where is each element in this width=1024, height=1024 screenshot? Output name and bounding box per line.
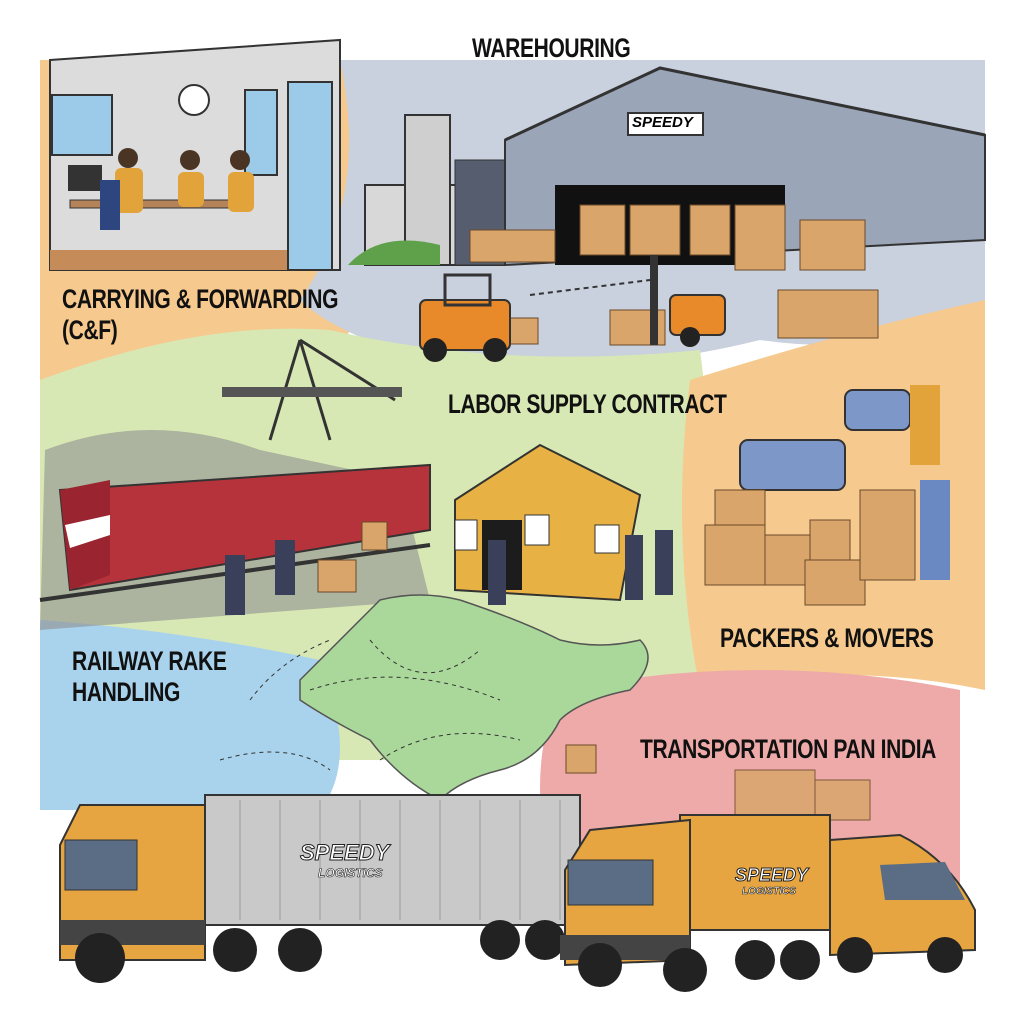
orange-van xyxy=(829,833,976,973)
india-map xyxy=(299,594,649,801)
warehouse-scene xyxy=(348,66,986,362)
truck-brand-logo: SPEEDY xyxy=(734,865,809,886)
blue-zone xyxy=(40,620,340,810)
label-labor-supply: LABOR SUPPLY CONTRACT xyxy=(448,389,727,419)
railway-scene xyxy=(39,338,431,630)
packers-scene xyxy=(704,385,950,606)
label-cf-abbrev: (C&F) xyxy=(62,315,118,345)
label-transportation: TRANSPORTATION PAN INDIA xyxy=(640,734,937,764)
label-railway-handling: HANDLING xyxy=(72,677,181,707)
office-scene xyxy=(49,38,341,271)
label-carrying-forwarding: CARRYING & FORWARDING xyxy=(62,284,339,314)
forklift-icon xyxy=(419,255,726,362)
label-warehousing: WAREHOURING xyxy=(472,33,631,63)
label-railway-rake: RAILWAY RAKE xyxy=(72,646,227,676)
labor-tent xyxy=(454,443,673,605)
orange-box-truck xyxy=(560,814,831,992)
clock-icon xyxy=(178,84,210,116)
label-packers-movers: PACKERS & MOVERS xyxy=(720,623,934,653)
grey-trailer-truck xyxy=(59,794,581,983)
truck-brand-subtitle: LOGISTICS xyxy=(742,886,797,898)
trailer-brand-subtitle: LOGISTICS xyxy=(318,866,383,881)
warehouse-sign: SPEEDY xyxy=(632,114,693,131)
trailer-brand-logo: SPEEDY xyxy=(299,840,390,866)
